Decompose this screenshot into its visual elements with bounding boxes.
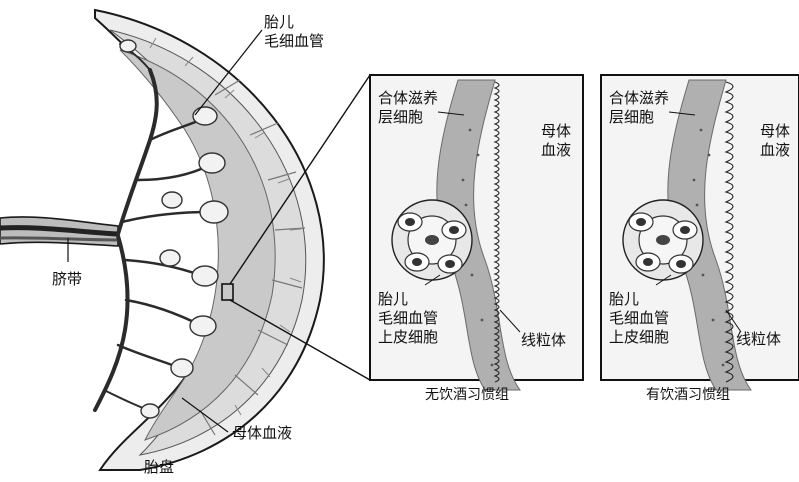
label-line: 血液 bbox=[541, 141, 571, 160]
label-line: 母体 bbox=[541, 122, 571, 141]
panel1-caption: 无饮酒习惯组 bbox=[425, 386, 509, 405]
label-umbilical-cord: 脐带 bbox=[52, 270, 82, 289]
panel1-label-mitochondria: 线粒体 bbox=[521, 331, 566, 350]
panel2-label-maternal-blood: 母体 血液 bbox=[760, 122, 790, 160]
label-line: 上皮细胞 bbox=[378, 328, 438, 347]
placenta-section bbox=[0, 10, 370, 470]
label-placenta: 胎盘 bbox=[144, 458, 174, 477]
panel2-label-syncytiotrophoblast: 合体滋养 层细胞 bbox=[609, 89, 669, 127]
label-line: 层细胞 bbox=[378, 108, 438, 127]
panel2-label-mitochondria: 线粒体 bbox=[736, 330, 781, 349]
label-fetal-capillary: 胎儿 毛细血管 bbox=[264, 13, 324, 51]
label-line: 层细胞 bbox=[609, 108, 669, 127]
label-line: 胎儿 bbox=[264, 13, 324, 32]
label-line: 上皮细胞 bbox=[609, 328, 669, 347]
label-line: 毛细血管 bbox=[609, 309, 669, 328]
label-line: 合体滋养 bbox=[378, 89, 438, 108]
label-line: 胎儿 bbox=[378, 290, 438, 309]
label-line: 合体滋养 bbox=[609, 89, 669, 108]
panel2-caption: 有饮酒习惯组 bbox=[646, 386, 730, 405]
umbilical-cord bbox=[0, 217, 118, 246]
label-line: 胎儿 bbox=[609, 290, 669, 309]
label-maternal-blood: 母体血液 bbox=[232, 424, 292, 443]
panel1-label-maternal-blood: 母体 血液 bbox=[541, 122, 571, 160]
label-line: 母体 bbox=[760, 122, 790, 141]
panel1-label-capillary-endothelium: 胎儿 毛细血管 上皮细胞 bbox=[378, 290, 438, 347]
label-line: 毛细血管 bbox=[378, 309, 438, 328]
label-line: 血液 bbox=[760, 141, 790, 160]
label-line: 毛细血管 bbox=[264, 32, 324, 51]
panel1-label-syncytiotrophoblast: 合体滋养 层细胞 bbox=[378, 89, 438, 127]
panel2-label-capillary-endothelium: 胎儿 毛细血管 上皮细胞 bbox=[609, 290, 669, 347]
